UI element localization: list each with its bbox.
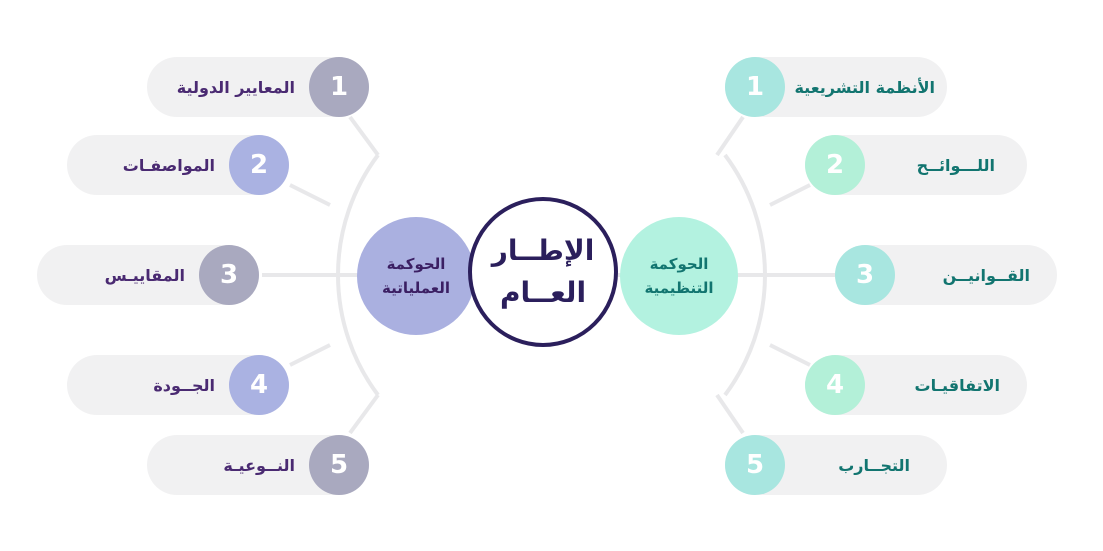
left-item-1-number: 1	[309, 57, 369, 117]
center-line2: العــام	[499, 276, 587, 309]
left-item-3-number: 3	[199, 245, 259, 305]
left-item-2-number: 2	[229, 135, 289, 195]
left-hub-line1: الحوكمة	[386, 255, 446, 273]
right-item-2-number: 2	[805, 135, 865, 195]
right-item-4-label: الاتفاقيـات	[914, 375, 1001, 395]
left-item-2-label: المواصفـات	[122, 155, 215, 175]
left-item-5-number: 5	[309, 435, 369, 495]
right-hub-line1: الحوكمة	[649, 255, 709, 273]
right-item-3-number: 3	[835, 245, 895, 305]
left-item-4-label: الجــودة	[153, 375, 215, 395]
right-item-2-label: اللـــوائــح	[916, 155, 995, 175]
right-hub-line2: التنظيمية	[644, 279, 714, 297]
right-item-5-label: التجــارب	[838, 455, 910, 475]
center-hub: الإطــار العــام	[468, 197, 618, 347]
right-item-5-number: 5	[725, 435, 785, 495]
left-item-5-label: النــوعيـة	[223, 455, 295, 475]
left-hub: الحوكمة العملياتية	[357, 217, 475, 335]
right-hub: الحوكمة التنظيمية	[620, 217, 738, 335]
right-item-1-label: الأنظمة التشريعية	[794, 77, 935, 97]
left-item-3-label: المقاييـس	[104, 265, 185, 285]
left-item-4-number: 4	[229, 355, 289, 415]
right-item-1-number: 1	[725, 57, 785, 117]
center-line1: الإطــار	[491, 234, 595, 267]
right-item-4-number: 4	[805, 355, 865, 415]
right-item-3-label: القــوانيــن	[942, 265, 1030, 285]
left-item-1-label: المعايير الدولية	[176, 77, 295, 97]
left-hub-line2: العملياتية	[381, 279, 451, 297]
